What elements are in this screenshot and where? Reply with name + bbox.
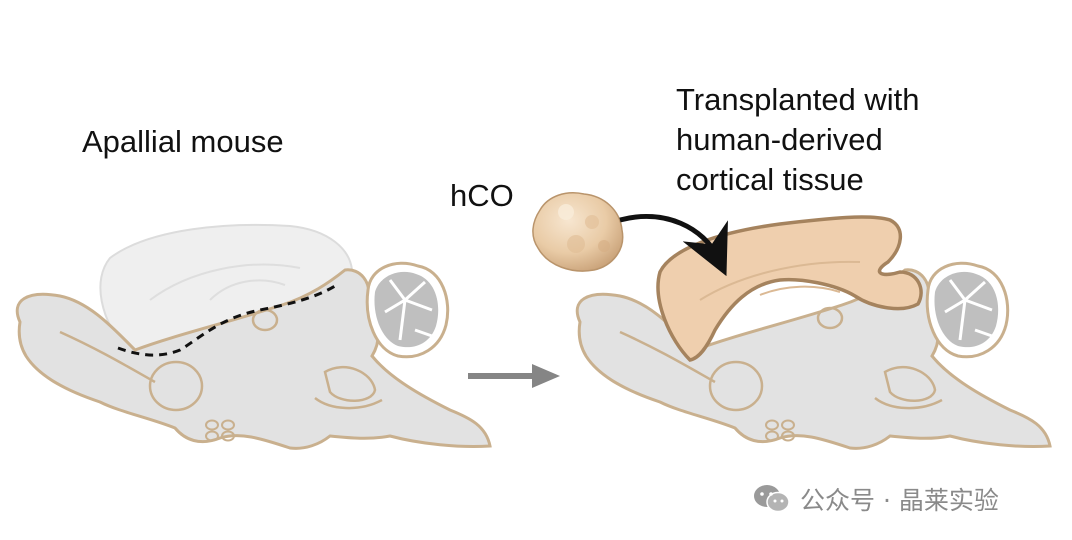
transplant-arrow xyxy=(619,214,728,277)
hco-label: hCO xyxy=(450,178,514,213)
left-thalamus xyxy=(148,360,204,412)
right-brain xyxy=(575,215,1052,450)
transition-arrow xyxy=(468,364,560,388)
watermark-text: 公众号 · 晶莱实验 xyxy=(800,486,999,515)
transplanted-label: Transplanted with human-derived cortical… xyxy=(676,80,920,200)
left-cerebellum xyxy=(365,261,450,359)
transplanted-label-line: cortical tissue xyxy=(676,162,864,197)
hco-organoid xyxy=(532,192,624,272)
watermark: 公众号 · 晶莱实验 xyxy=(752,480,999,518)
left-brain xyxy=(15,223,492,450)
right-cerebellum xyxy=(925,261,1010,359)
transplanted-label-line: human-derived xyxy=(676,122,883,157)
pallium-boundary-dashed xyxy=(117,284,336,357)
wechat-icon xyxy=(754,485,790,513)
apallial-mouse-label: Apallial mouse xyxy=(82,124,284,159)
transplanted-label-line: Transplanted with xyxy=(676,82,920,117)
